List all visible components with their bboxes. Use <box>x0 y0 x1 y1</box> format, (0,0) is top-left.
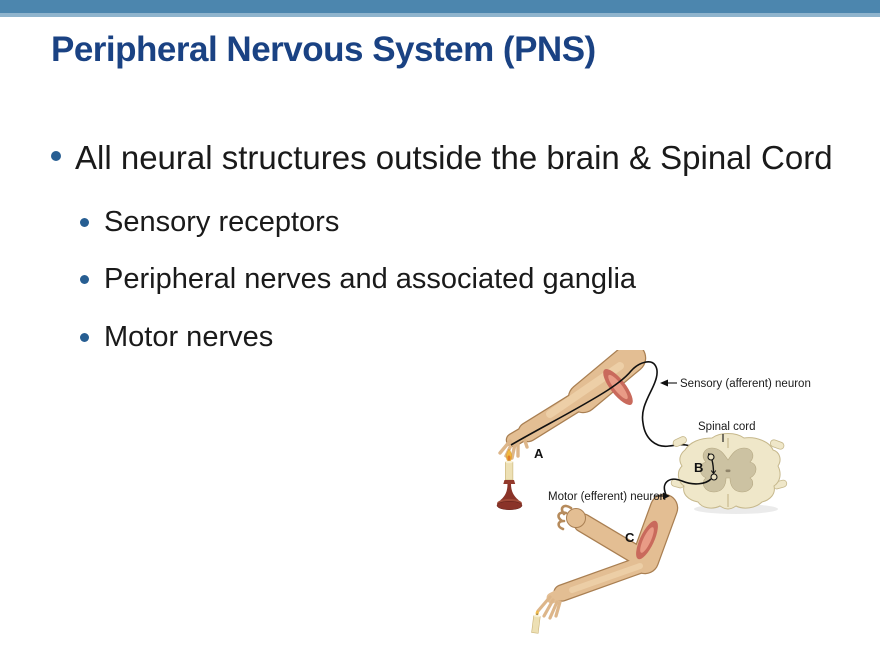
synapse-circles <box>707 453 718 481</box>
flexed-arm <box>536 493 679 620</box>
spinal-cord-section <box>670 433 788 514</box>
label-spinal-cord: Spinal cord <box>698 421 756 442</box>
reflex-arc-figure: Sensory (afferent) neuron Spinal cord Mo… <box>496 350 811 634</box>
header-accent-bar <box>0 13 880 17</box>
bullet-dot <box>51 151 61 161</box>
header-bar <box>0 0 880 13</box>
candle <box>496 448 523 510</box>
slide-body: All neural structures outside the brain … <box>51 136 843 377</box>
bullet-dot-column <box>80 204 104 242</box>
bullet-text: All neural structures outside the brain … <box>75 139 833 176</box>
arrow-right-icon <box>663 492 670 500</box>
arm-muscle <box>603 369 633 405</box>
sub-bullet-text: Motor nerves <box>104 320 274 353</box>
motor-neuron-label: Motor (efferent) neuron <box>548 491 666 503</box>
extended-arm <box>498 350 647 460</box>
sub-bullet-text: Peripheral nerves and associated ganglia <box>104 263 637 296</box>
sub-bullet-item: Motor nerves <box>80 319 843 357</box>
point-c-label: C <box>625 530 635 545</box>
bullet-dot-column <box>80 261 104 299</box>
bullet-list: All neural structures outside the brain … <box>51 136 843 180</box>
bullet-item: All neural structures outside the brain … <box>51 136 843 180</box>
sensory-neuron-label: Sensory (afferent) neuron <box>680 378 811 390</box>
candle-body <box>504 460 514 481</box>
label-motor-neuron: Motor (efferent) neuron <box>548 491 670 503</box>
arrow-left-icon <box>660 379 668 387</box>
bullet-dot-column <box>80 319 104 357</box>
sub-bullet-item: Peripheral nerves and associated ganglia <box>80 261 843 299</box>
sub-bullet-dot <box>80 332 89 342</box>
sub-bullet-item: Sensory receptors <box>80 204 843 242</box>
slide-title: Peripheral Nervous System (PNS) <box>51 30 596 69</box>
sub-bullet-dot <box>80 275 89 285</box>
label-sensory-neuron: Sensory (afferent) neuron <box>660 378 811 390</box>
point-b-label: B <box>694 460 703 475</box>
central-canal <box>725 469 731 473</box>
sub-bullet-list: Sensory receptors Peripheral nerves and … <box>80 204 843 357</box>
spinal-cord-label: Spinal cord <box>698 421 756 433</box>
candlestick <box>496 480 523 510</box>
falling-candle <box>531 610 541 634</box>
sub-bullet-text: Sensory receptors <box>104 205 340 238</box>
bullet-dot-column <box>51 136 75 180</box>
biceps-muscle <box>636 520 658 560</box>
sub-bullet-dot <box>80 217 89 227</box>
point-a-label: A <box>534 446 544 461</box>
